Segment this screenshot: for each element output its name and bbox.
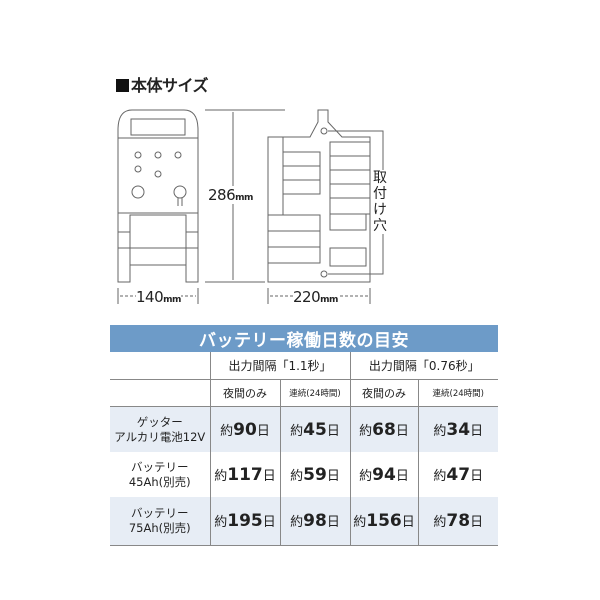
interval-header-2: 出力間隔「0.76秒」 — [349, 352, 498, 380]
table-cell: 約34日 — [417, 406, 498, 452]
table-cell: 約195日 — [209, 497, 280, 546]
side-view — [267, 109, 384, 283]
mode-header: 夜間のみ — [349, 379, 418, 407]
battery-runtime-table: バッテリー稼働日数の目安 出力間隔「1.1秒」 出力間隔「0.76秒」 夜間のみ… — [110, 325, 498, 546]
table-cell: 約94日 — [349, 452, 418, 497]
table-cell: 約45日 — [279, 406, 350, 452]
height-dimension: 286mm — [208, 186, 253, 204]
mode-header: 夜間のみ — [209, 379, 280, 407]
table-row: ゲッターアルカリ電池12V 約90日 約45日 約68日 約34日 — [110, 406, 498, 452]
interval-header-1: 出力間隔「1.1秒」 — [209, 352, 350, 380]
front-width-dimension: 140mm — [136, 288, 181, 306]
table-cell: 約78日 — [417, 497, 498, 546]
product-dimension-drawing — [117, 109, 384, 304]
table-cell: 約47日 — [417, 452, 498, 497]
mount-hole-label: 取付け穴 — [372, 170, 388, 234]
table-cell: 約90日 — [209, 406, 280, 452]
front-view — [117, 109, 199, 283]
side-width-dimension: 220mm — [293, 288, 338, 306]
table-cell: 約68日 — [349, 406, 418, 452]
table-cell: 約156日 — [349, 497, 418, 546]
mode-header: 連続(24時間) — [279, 379, 350, 407]
table-cell: 約98日 — [279, 497, 350, 546]
table-cell: 約59日 — [279, 452, 350, 497]
table-cell: 約117日 — [209, 452, 280, 497]
mode-header: 連続(24時間) — [417, 379, 498, 407]
square-bullet-icon — [116, 79, 129, 92]
table-title: バッテリー稼働日数の目安 — [110, 325, 498, 352]
section-title: 本体サイズ — [116, 72, 209, 96]
